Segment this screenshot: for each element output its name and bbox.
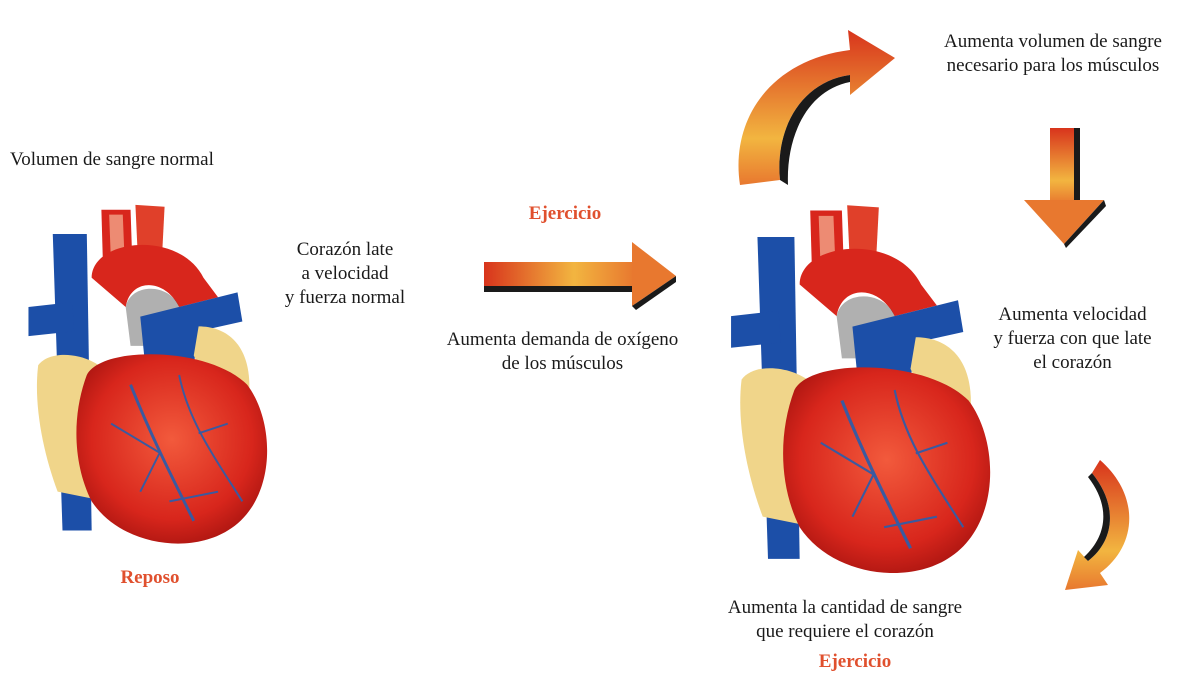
heart-during-exercise-illustration: [718, 200, 1008, 580]
exercise-state-label: Ejercicio: [790, 650, 920, 674]
oxygen-demand-label: Aumenta demanda de oxígeno de los múscul…: [410, 328, 715, 376]
rest-state-label: Reposo: [90, 566, 210, 590]
down-arrow-icon: [1022, 128, 1107, 248]
exercise-label: Ejercicio: [500, 202, 630, 226]
heart-speed-label: Aumenta velocidad y fuerza con que late …: [955, 303, 1190, 375]
normal-volume-label: Volumen de sangre normal: [10, 148, 214, 172]
curved-down-arrow-icon: [1060, 455, 1140, 605]
heart-at-rest-illustration: [15, 200, 285, 550]
heart-beat-normal-label: Corazón late a velocidad y fuerza normal: [250, 238, 440, 310]
curved-up-arrow-icon: [730, 10, 900, 190]
right-arrow-icon: [484, 240, 679, 310]
blood-quantity-label: Aumenta la cantidad de sangre que requie…: [690, 596, 1000, 644]
blood-volume-label: Aumenta volumen de sangre necesario para…: [912, 30, 1194, 78]
